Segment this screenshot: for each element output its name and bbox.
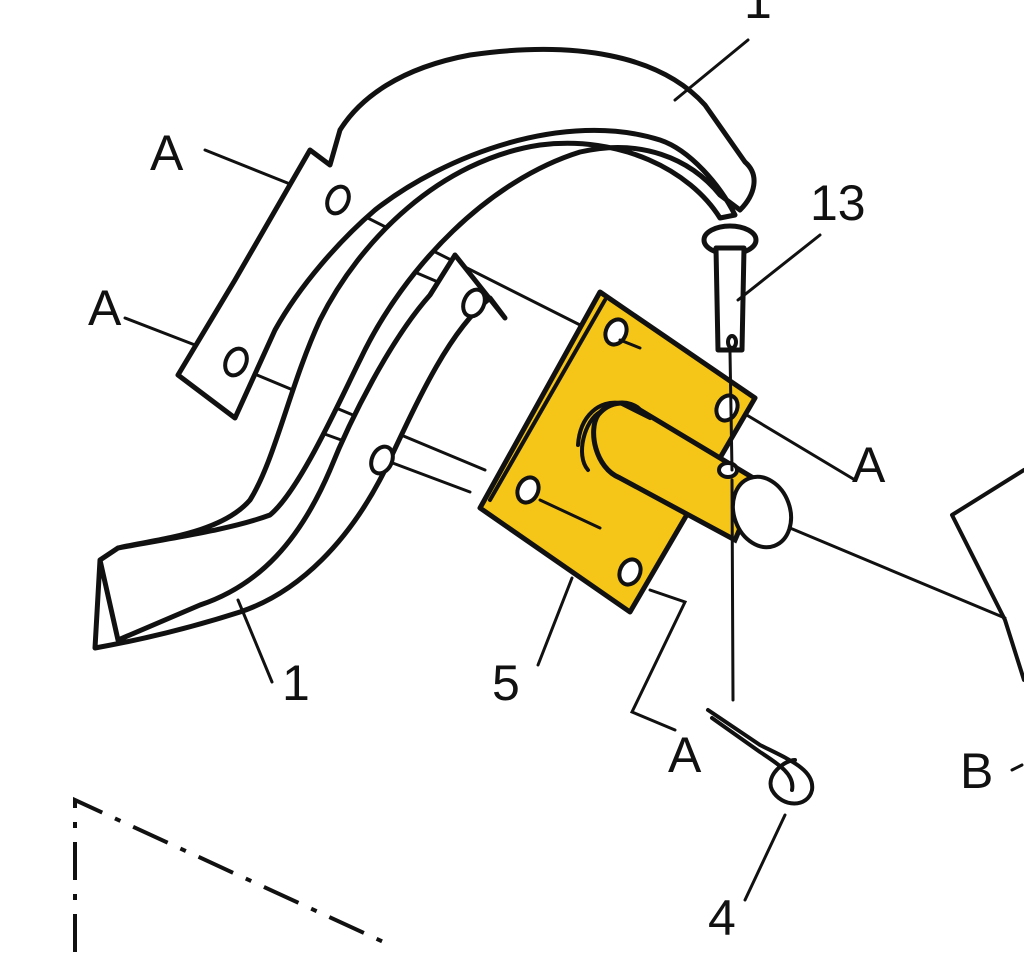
- callout-4: 4: [708, 890, 736, 946]
- alignment-lines: [123, 148, 1007, 620]
- handle-hole-top: [325, 184, 351, 216]
- plate-hole-1: [603, 317, 629, 347]
- leader-lines: [236, 38, 1024, 902]
- handle-hole-low: [369, 444, 395, 476]
- callout-b: B: [960, 743, 993, 799]
- plate-hole-3: [515, 475, 541, 505]
- callout-1-top: 1: [744, 0, 772, 29]
- callout-1-bottom: 1: [282, 655, 310, 711]
- callout-a-4: A: [668, 727, 702, 783]
- mounting-plate-part: [477, 289, 794, 615]
- handle-hole-mid: [461, 287, 487, 319]
- callout-5: 5: [492, 655, 520, 711]
- clevis-pin-part: [701, 223, 759, 702]
- adjacent-part-b: [950, 468, 1024, 682]
- dash-dot-outline: [73, 796, 391, 952]
- callout-a-1: A: [150, 125, 184, 181]
- tube-end: [730, 474, 794, 550]
- plate-hole-4: [617, 557, 643, 587]
- handle-part: [92, 46, 757, 651]
- handle-hole-left: [223, 346, 249, 378]
- callout-a-2: A: [88, 280, 122, 336]
- hair-pin-clip-part: [706, 708, 815, 806]
- callout-a-3: A: [852, 437, 886, 493]
- callout-13: 13: [810, 175, 866, 231]
- tube-pin-hole: [717, 461, 739, 479]
